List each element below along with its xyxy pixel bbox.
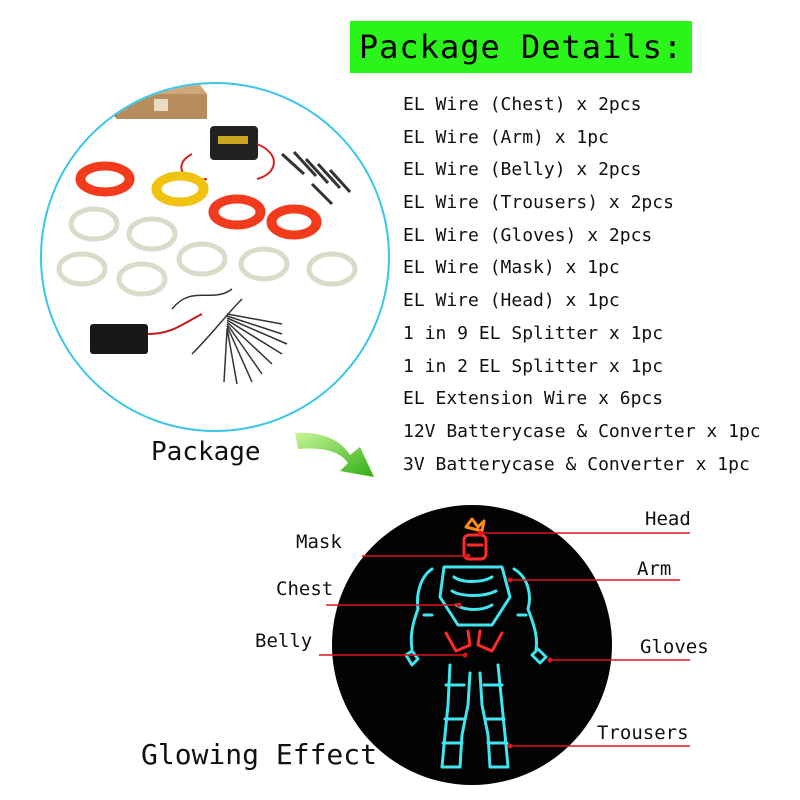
package-label: Package: [151, 437, 261, 467]
list-item: EL Wire (Trousers) x 2pcs: [403, 192, 674, 214]
gloves-callout-label: Gloves: [640, 636, 709, 658]
list-item: EL Wire (Gloves) x 2pcs: [403, 224, 653, 246]
list-item: 1 in 2 EL Splitter x 1pc: [403, 355, 664, 377]
glowing-suit-photo: [332, 505, 612, 785]
arm-callout-label: Arm: [637, 558, 672, 580]
mask-callout-label: Mask: [296, 531, 342, 553]
list-item: 3V Batterycase & Converter x 1pc: [403, 453, 750, 475]
battery-case-icon: [90, 313, 203, 354]
chest-callout-label: Chest: [276, 578, 334, 600]
glowing-effect-label: Glowing Effect: [141, 738, 378, 771]
list-item: EL Wire (Head) x 1pc: [403, 290, 620, 312]
list-item: EL Wire (Arm) x 1pc: [403, 126, 609, 148]
list-item: EL Wire (Mask) x 1pc: [403, 257, 620, 279]
belly-callout-label: Belly: [255, 630, 313, 652]
list-item: EL Wire (Chest) x 2pcs: [403, 94, 642, 115]
head-callout-label: Head: [645, 508, 691, 530]
package-contents-photo: [40, 82, 390, 432]
list-item: 1 in 9 EL Splitter x 1pc: [403, 322, 664, 344]
package-contents-list: EL Wire (Chest) x 2pcs EL Wire (Arm) x 1…: [403, 92, 761, 484]
package-details-title: Package Details:: [358, 28, 684, 66]
package-details-title-box: Package Details:: [350, 21, 692, 73]
curved-arrow-icon: [295, 432, 374, 477]
list-item: 12V Batterycase & Converter x 1pc: [403, 420, 761, 442]
trousers-callout-label: Trousers: [597, 722, 689, 744]
list-item: EL Extension Wire x 6pcs: [403, 388, 664, 410]
list-item: EL Wire (Belly) x 2pcs: [403, 159, 642, 181]
